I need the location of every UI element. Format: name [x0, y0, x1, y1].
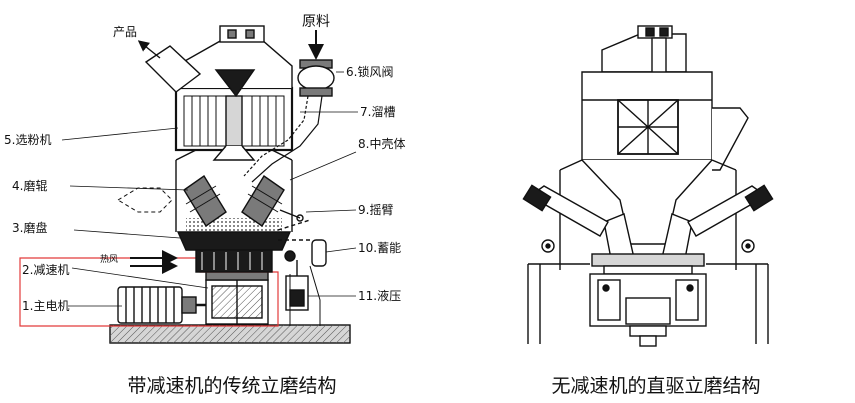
- label-accumulator: 10.蓄能: [358, 241, 401, 255]
- label-hot-air: 热风: [100, 253, 118, 265]
- label-product: 产品: [113, 25, 137, 39]
- leader-lines: [61, 71, 358, 307]
- label-rocker-arm: 9.摇臂: [358, 203, 393, 217]
- direct-drive-motor: [589, 273, 707, 347]
- hydraulic-cylinder: [277, 219, 311, 311]
- label-grinding-roller: 4.磨辊: [12, 179, 47, 193]
- label-hydraulic: 11.液压: [358, 288, 401, 303]
- direct-drive-mill-diagram: [522, 25, 774, 347]
- grinding-roller-left: [183, 174, 227, 228]
- label-classifier: 5.选粉机: [4, 133, 51, 147]
- caption-right: 无减速机的直驱立磨结构: [551, 375, 760, 397]
- label-chute: 7.溜槽: [360, 104, 395, 119]
- label-raw-material: 原料: [302, 14, 330, 30]
- grinding-roller-right: [241, 174, 285, 228]
- label-main-motor: 1.主电机: [22, 299, 69, 313]
- label-middle-shell: 8.中壳体: [358, 136, 405, 151]
- grinding-roller-left: [522, 184, 635, 265]
- label-lock-valve: 6.锁风阀: [346, 64, 393, 79]
- support-frame: [527, 254, 769, 344]
- lock-valve: [297, 59, 335, 97]
- accumulator: [284, 239, 327, 267]
- label-grinding-disc: 3.磨盘: [12, 220, 47, 235]
- grinding-disc: [176, 231, 292, 273]
- top-hopper: [175, 25, 293, 98]
- reducer: [205, 269, 269, 325]
- traditional-mill-diagram: [19, 25, 358, 344]
- rocker-arm: [279, 209, 304, 222]
- grinding-roller-right: [661, 184, 774, 265]
- label-reducer: 2.减速机: [22, 263, 69, 277]
- lower-cone: [581, 159, 713, 245]
- classifier: [174, 86, 294, 161]
- side-chute: [712, 107, 749, 171]
- product-outlet: [137, 40, 202, 93]
- grinding-table: [591, 253, 705, 267]
- main-motor: [117, 286, 210, 324]
- caption-left: 带减速机的传统立磨结构: [127, 375, 336, 397]
- classifier: [581, 71, 713, 161]
- hot-air-arrows: [130, 250, 178, 274]
